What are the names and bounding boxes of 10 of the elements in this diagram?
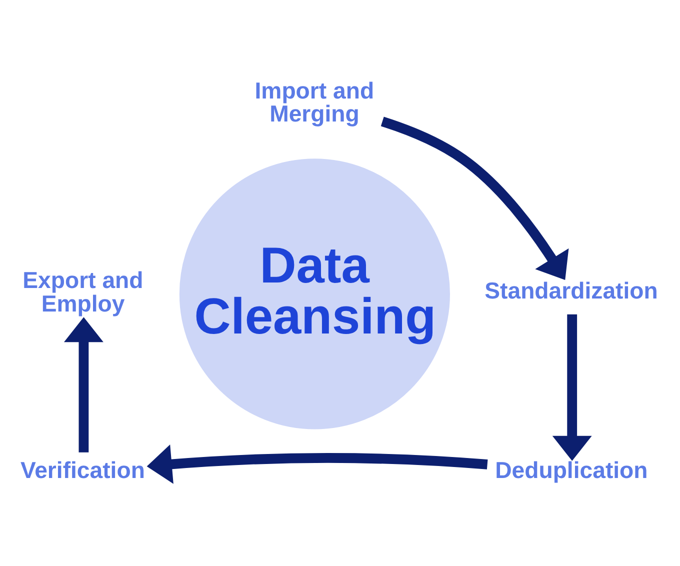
node-text: Import and Merging (254, 76, 374, 126)
arrow (552, 314, 592, 460)
node-text: Verification (20, 456, 145, 482)
node-text: Deduplication (495, 456, 648, 482)
node-text: Export and Employ (22, 266, 144, 316)
node-text: Standardization (484, 277, 658, 304)
node-circle: Data Cleansing (179, 158, 450, 429)
arrow (146, 444, 488, 484)
arrow (64, 316, 104, 452)
arrow (380, 116, 569, 280)
